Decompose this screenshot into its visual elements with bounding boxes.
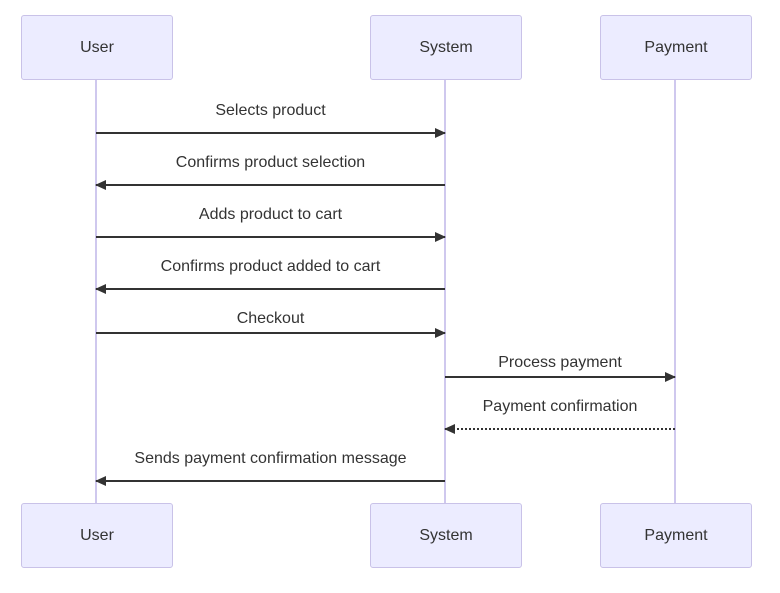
actor-box-payment-top: Payment	[600, 15, 752, 80]
arrowhead-right-icon	[435, 128, 446, 138]
arrowhead-left-icon	[444, 424, 455, 434]
actor-box-system-bottom: System	[370, 503, 522, 568]
message-arrow	[445, 372, 676, 382]
arrowhead-left-icon	[95, 476, 106, 486]
actor-box-payment-bottom: Payment	[600, 503, 752, 568]
actor-label: System	[419, 38, 473, 56]
arrowhead-right-icon	[435, 232, 446, 242]
message-arrow	[96, 232, 446, 242]
message-label: Confirms product added to cart	[160, 258, 381, 275]
message-arrow	[95, 476, 445, 486]
message-arrow	[95, 284, 445, 294]
message-label: Checkout	[236, 310, 305, 327]
message-arrow	[96, 128, 446, 138]
arrowhead-right-icon	[435, 328, 446, 338]
arrowhead-left-icon	[95, 180, 106, 190]
actor-label: Payment	[644, 526, 708, 544]
message-label: Selects product	[215, 102, 326, 119]
message-label: Confirms product selection	[175, 154, 366, 171]
message-arrow	[96, 328, 446, 338]
lifeline-system	[444, 80, 446, 503]
message-label: Payment confirmation	[482, 398, 638, 415]
arrowhead-right-icon	[665, 372, 676, 382]
actor-label: System	[419, 526, 473, 544]
arrowhead-left-icon	[95, 284, 106, 294]
actor-label: Payment	[644, 38, 708, 56]
actor-box-user-top: User	[21, 15, 173, 80]
message-arrow-dotted	[444, 424, 675, 434]
actor-label: User	[80, 38, 114, 56]
message-arrow	[95, 180, 445, 190]
actor-box-system-top: System	[370, 15, 522, 80]
message-label: Sends payment confirmation message	[134, 450, 407, 467]
message-label: Adds product to cart	[198, 206, 343, 223]
lifeline-payment	[674, 80, 676, 503]
message-label: Process payment	[498, 354, 622, 371]
actor-label: User	[80, 526, 114, 544]
actor-box-user-bottom: User	[21, 503, 173, 568]
